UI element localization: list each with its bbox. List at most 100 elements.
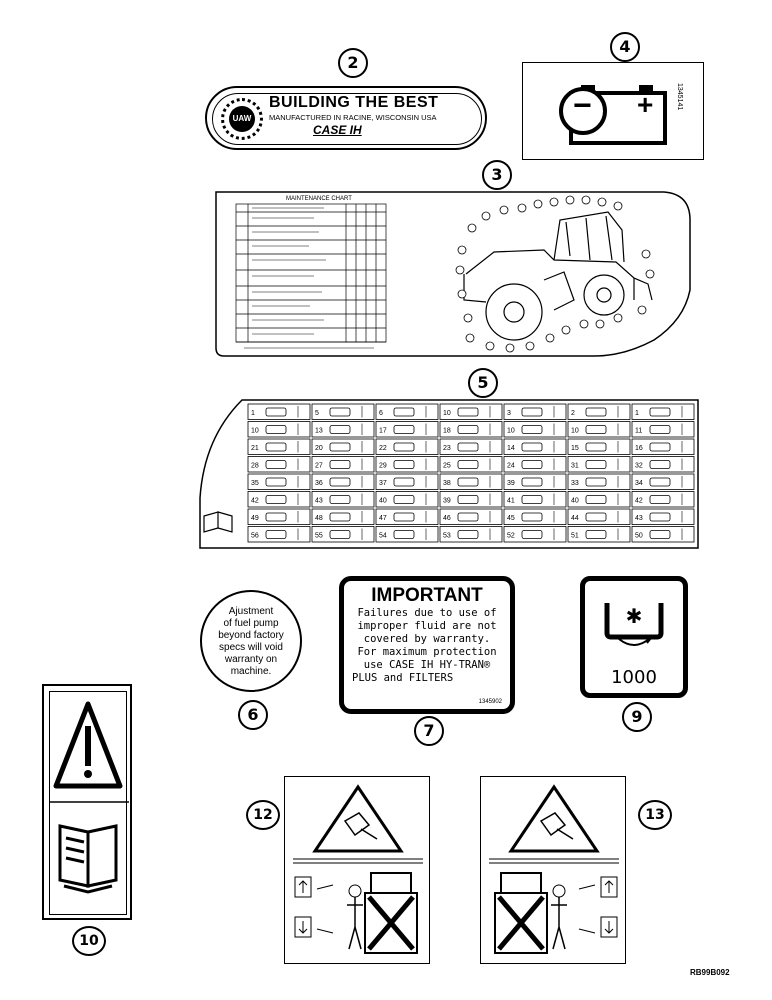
manual-book-icon	[58, 824, 118, 894]
lube-cell-number: 44	[571, 515, 579, 522]
lube-cell	[503, 508, 567, 525]
lube-cell-number: 46	[443, 515, 451, 522]
lube-point-icon	[457, 407, 479, 417]
lube-cell-number: 33	[571, 480, 579, 487]
decal-fuel-pump-warning: Ajustment of fuel pump beyond factory sp…	[200, 590, 302, 692]
lube-point-icon	[649, 460, 671, 469]
callout-2: 2	[338, 48, 368, 78]
lube-cell	[503, 456, 567, 473]
lube-cell	[631, 456, 695, 473]
lube-cell-number: 45	[507, 515, 515, 522]
decal-battery: − + 1345141	[522, 62, 704, 160]
lube-cell-number: 51	[571, 533, 579, 540]
lube-point-icon	[649, 512, 671, 522]
crush-hazard-icon	[489, 784, 619, 954]
lube-cell	[631, 508, 695, 525]
lube-cell-number: 41	[507, 498, 515, 505]
lube-cell	[503, 421, 567, 438]
lube-point-icon	[585, 425, 607, 434]
lube-point-icon	[329, 495, 351, 504]
decal-important-fluid: IMPORTANT Failures due to use of imprope…	[339, 576, 515, 714]
lube-cell-number: 39	[443, 498, 451, 505]
lube-point-icon	[329, 477, 351, 487]
lube-cell-number: 34	[635, 480, 643, 487]
lube-point-icon	[521, 495, 543, 504]
line: Failures due to use of	[357, 607, 497, 619]
decal-pto-1000: ✱ 1000	[580, 576, 688, 698]
lube-point-icon	[457, 512, 479, 522]
lube-cell	[503, 491, 567, 508]
pto-speed: 1000	[611, 667, 657, 688]
lube-point-icon	[585, 407, 607, 417]
lube-point-icon	[393, 425, 415, 434]
brand-logo: CASE IH	[313, 123, 362, 137]
lube-point-icon	[265, 407, 287, 417]
lube-point-icon	[649, 407, 671, 417]
lube-cell-number: 27	[315, 463, 323, 470]
lube-cell-number: 31	[571, 463, 579, 470]
lube-point-icon	[521, 442, 543, 452]
lube-cell-number: 17	[379, 428, 387, 435]
lube-point-icon	[265, 477, 287, 487]
lube-cell	[567, 508, 631, 525]
chart-title: MAINTENANCE CHART	[286, 196, 352, 202]
lube-point-icon	[521, 477, 543, 487]
lube-cell-number: 10	[507, 428, 515, 435]
lube-cell	[247, 508, 311, 525]
lube-point-icon	[649, 442, 671, 452]
lube-cell	[311, 491, 375, 508]
line: Ajustment	[228, 606, 274, 617]
decal-code: 1345902	[478, 699, 502, 705]
lube-cell	[631, 491, 695, 508]
lube-cell	[567, 473, 631, 490]
lube-cell-number: 1	[251, 410, 255, 417]
battery-minus: −	[573, 87, 592, 123]
lube-cell	[311, 403, 375, 420]
lube-cell-number: 28	[251, 463, 259, 470]
lube-cell	[375, 403, 439, 420]
lube-point-icon	[457, 477, 479, 487]
battery-plus: +	[637, 89, 654, 120]
lube-cell	[567, 403, 631, 420]
lube-cell-number: 35	[251, 480, 259, 487]
callout-9: 9	[622, 702, 652, 732]
lube-cell	[311, 508, 375, 525]
lube-cell	[375, 438, 439, 455]
lube-cell	[375, 526, 439, 543]
lube-point-icon	[649, 477, 671, 487]
lube-cell	[439, 421, 503, 438]
lube-cell	[439, 456, 503, 473]
lube-point-icon	[457, 530, 479, 539]
lube-point-icon	[393, 460, 415, 469]
lube-cell	[247, 403, 311, 420]
lube-cell	[439, 526, 503, 543]
lube-cell	[631, 403, 695, 420]
lube-cell-number: 1	[635, 410, 639, 417]
lube-cell	[247, 438, 311, 455]
decal-subtitle: MANUFACTURED IN RACINE, WISCONSIN USA	[269, 113, 437, 122]
lube-cell-number: 48	[315, 515, 323, 522]
lube-point-icon	[329, 425, 351, 434]
decal-pinch-point-right	[480, 776, 626, 964]
decal-title: IMPORTANT	[371, 585, 483, 606]
lube-cell	[311, 456, 375, 473]
lube-cell	[375, 491, 439, 508]
lube-cell	[375, 473, 439, 490]
lube-cell-number: 10	[443, 410, 451, 417]
lube-point-icon	[521, 530, 543, 539]
lube-cell-number: 49	[251, 515, 259, 522]
lube-cell-number: 18	[443, 428, 451, 435]
lube-cell-number: 6	[379, 410, 383, 417]
lube-point-icon	[393, 530, 415, 539]
lube-point-icon	[521, 460, 543, 469]
lube-cell	[439, 491, 503, 508]
lube-cell-number: 2	[571, 410, 575, 417]
lube-cell-number: 39	[507, 480, 515, 487]
lube-cell	[375, 456, 439, 473]
lube-cell	[439, 438, 503, 455]
line: of fuel pump	[223, 618, 279, 629]
lube-cell-number: 22	[379, 445, 387, 452]
lube-point-icon	[521, 425, 543, 434]
line: machine.	[230, 666, 272, 677]
